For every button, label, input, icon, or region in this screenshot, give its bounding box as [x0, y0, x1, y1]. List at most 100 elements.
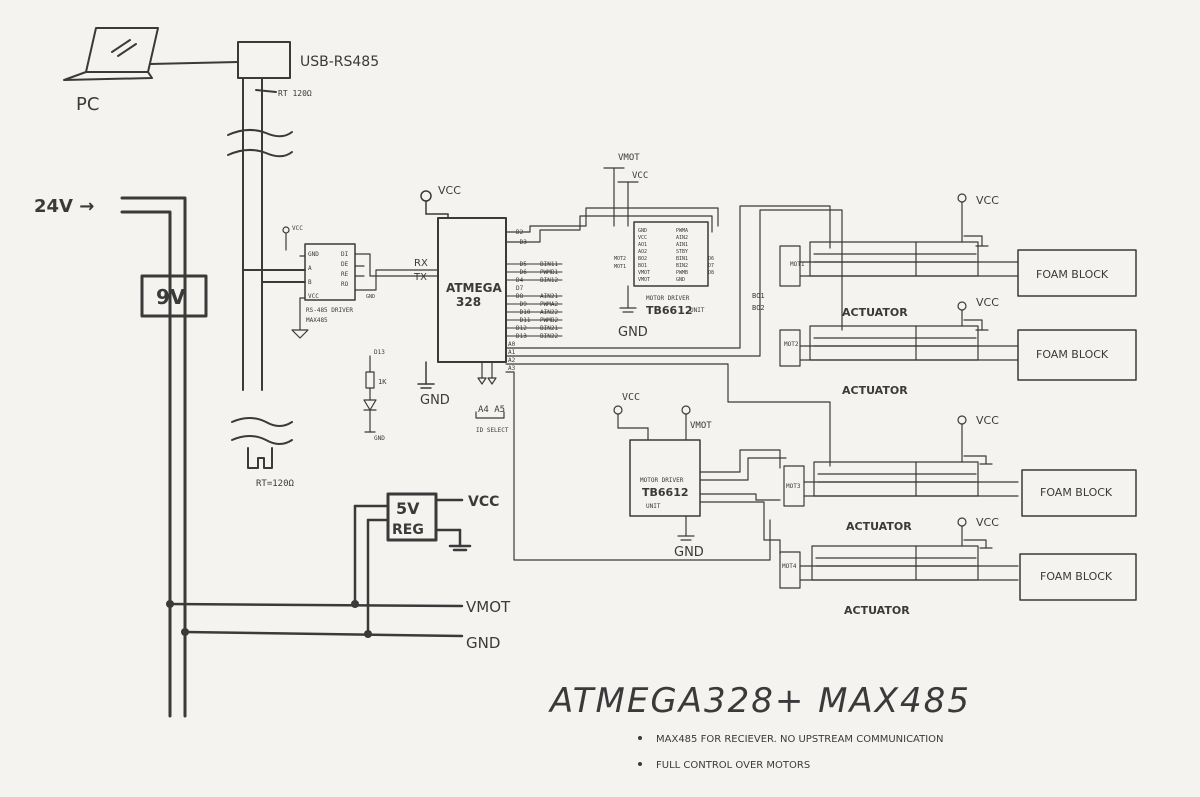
svg-text:GND: GND [308, 251, 319, 258]
driver2-title-3: UNIT [646, 503, 661, 510]
svg-text:BO2: BO2 [638, 256, 647, 262]
atmega-vcc-label: VCC [438, 184, 461, 197]
svg-text:A1: A1 [508, 349, 516, 356]
regulator-5v-label-1: 5V [396, 499, 420, 518]
atmega-name-1: ATMEGA [446, 281, 503, 295]
svg-text:MOT4: MOT4 [782, 563, 797, 570]
svg-text:STBY: STBY [676, 249, 688, 255]
regulator-9v-box [140, 274, 208, 318]
foam-block-3 [1021, 469, 1137, 517]
svg-text:RE: RE [341, 271, 349, 278]
svg-text:BIN2: BIN2 [676, 263, 688, 269]
rs485-bus-cable [227, 77, 306, 469]
svg-text:VMOT: VMOT [638, 277, 650, 283]
svg-text:BIN1: BIN1 [676, 256, 688, 262]
driver1-title-2: TB6612 [646, 304, 693, 317]
led-resistor-label: 1K [378, 378, 387, 386]
atmega-power [417, 190, 449, 389]
driver2-vcc-label: VCC [622, 392, 640, 403]
svg-text:VCC: VCC [976, 194, 999, 207]
svg-text:MAX485 FOR RECIEVER. NO UPSTRE: MAX485 FOR RECIEVER. NO UPSTREAM COMMUNI… [656, 734, 944, 745]
atmega328-chip [437, 217, 507, 363]
notes-bullets: MAX485 FOR RECIEVER. NO UPSTREAM COMMUNI… [638, 734, 944, 771]
atmega-digital-pins: D2 ~D3 ~D5 ~D6 D4 D7 D8 ~D9 ~D10 ~D11 D1… [516, 229, 531, 340]
svg-text:FOAM BLOCK: FOAM BLOCK [1036, 348, 1109, 361]
power-bus-lines [120, 196, 187, 718]
foam-block-1 [1017, 249, 1137, 297]
svg-text:MOT2: MOT2 [784, 341, 799, 348]
notes-title: ATMEGA328+ MAX485 [548, 681, 971, 721]
svg-text:DE: DE [341, 261, 349, 268]
svg-text:GND: GND [638, 228, 647, 234]
usb-rs485-label: USB-RS485 [300, 54, 379, 70]
atmega-analog-pins: A0 A1 A2 A3 [508, 341, 516, 372]
power-input-label: 24V → [34, 196, 94, 217]
led-pin-label: D13 [374, 349, 385, 356]
actuator-label-4: ACTUATOR [844, 604, 910, 617]
driver1-gnd-label: GND [618, 325, 648, 340]
driver1-mot-label-1: MOT2 [614, 256, 626, 262]
svg-text:D8: D8 [708, 270, 714, 276]
gnd-rail-label: GND [466, 634, 500, 652]
svg-text:GND: GND [676, 277, 685, 283]
regulator-vcc-label: VCC [468, 494, 499, 510]
svg-text:RO: RO [341, 281, 349, 288]
pc-laptop-icon [63, 27, 159, 81]
driver1-mot-label-2: MOT1 [614, 264, 626, 270]
rt-top-label: RT 120Ω [278, 89, 312, 98]
driver2-motor-lines [699, 449, 787, 555]
max485-chip [304, 243, 356, 301]
max485-vcc-label: VCC [292, 225, 303, 232]
svg-text:A2: A2 [508, 357, 516, 364]
svg-text:AIN2: AIN2 [676, 235, 688, 241]
driver1-wiring [505, 167, 843, 357]
driver2-chip [629, 439, 701, 517]
led-gnd-label: GND [374, 435, 385, 442]
svg-text:FOAM BLOCK: FOAM BLOCK [1040, 570, 1113, 583]
svg-text:BO1: BO1 [638, 263, 647, 269]
svg-text:VCC: VCC [638, 235, 647, 241]
svg-text:VCC: VCC [976, 516, 999, 529]
actuator-row-1: MOT1 FOAM BLOCK VCC [779, 193, 1137, 297]
svg-text:BO1: BO1 [752, 292, 765, 300]
svg-text:DI: DI [341, 251, 349, 258]
svg-text:VCC: VCC [976, 296, 999, 309]
id-select-pins-label: A4 A5 [478, 405, 505, 415]
regulator-5v-box [386, 492, 438, 542]
driver1-right-pins: PWMA AIN2 AIN1 STBY BIN1 BIN2 PWMB GND [676, 228, 688, 283]
svg-text:AO1: AO1 [638, 242, 647, 248]
status-led [363, 355, 377, 433]
actuator-label-3: ACTUATOR [846, 520, 912, 533]
svg-text:VMOT: VMOT [638, 270, 650, 276]
driver1-vmot-label: VMOT [618, 153, 640, 163]
usb-rs485-adapter [237, 41, 291, 79]
rt-bottom-label: RT=120Ω [256, 479, 295, 489]
svg-text:VCC: VCC [308, 293, 319, 300]
driver1-title-3: UNIT [690, 307, 705, 314]
actuator-label-1: ACTUATOR [842, 306, 908, 319]
svg-text:D6: D6 [708, 256, 714, 262]
actuator-row-2: MOT2 FOAM BLOCK VCC BO1 BO2 [752, 292, 1137, 381]
svg-text:BO2: BO2 [752, 304, 765, 312]
svg-text:D7: D7 [516, 285, 524, 292]
foam-block-2 [1017, 329, 1137, 381]
driver2-vmot-label: VMOT [690, 421, 712, 431]
max485-left-pins: GND A B VCC [308, 251, 319, 300]
pc-usb-cable [149, 61, 239, 65]
power-rails [168, 498, 472, 638]
driver2-title-2: TB6612 [642, 486, 689, 499]
driver1-pin-nums: D6 D7 D8 [708, 256, 714, 276]
driver2-title-1: MOTOR DRIVER [640, 477, 684, 484]
svg-text:FOAM BLOCK: FOAM BLOCK [1036, 268, 1109, 281]
svg-text:PWMB: PWMB [676, 270, 688, 276]
driver2-wiring [505, 363, 831, 561]
actuator-row-4: MOT4 FOAM BLOCK VCC [779, 516, 1137, 601]
actuator-label-2: ACTUATOR [842, 384, 908, 397]
svg-text:A: A [308, 265, 312, 272]
driver1-title-1: MOTOR DRIVER [646, 295, 690, 302]
max485-title-1: RS-485 DRIVER [306, 307, 353, 314]
svg-text:B: B [308, 279, 312, 286]
max485-gnd-label: GND [366, 294, 375, 300]
